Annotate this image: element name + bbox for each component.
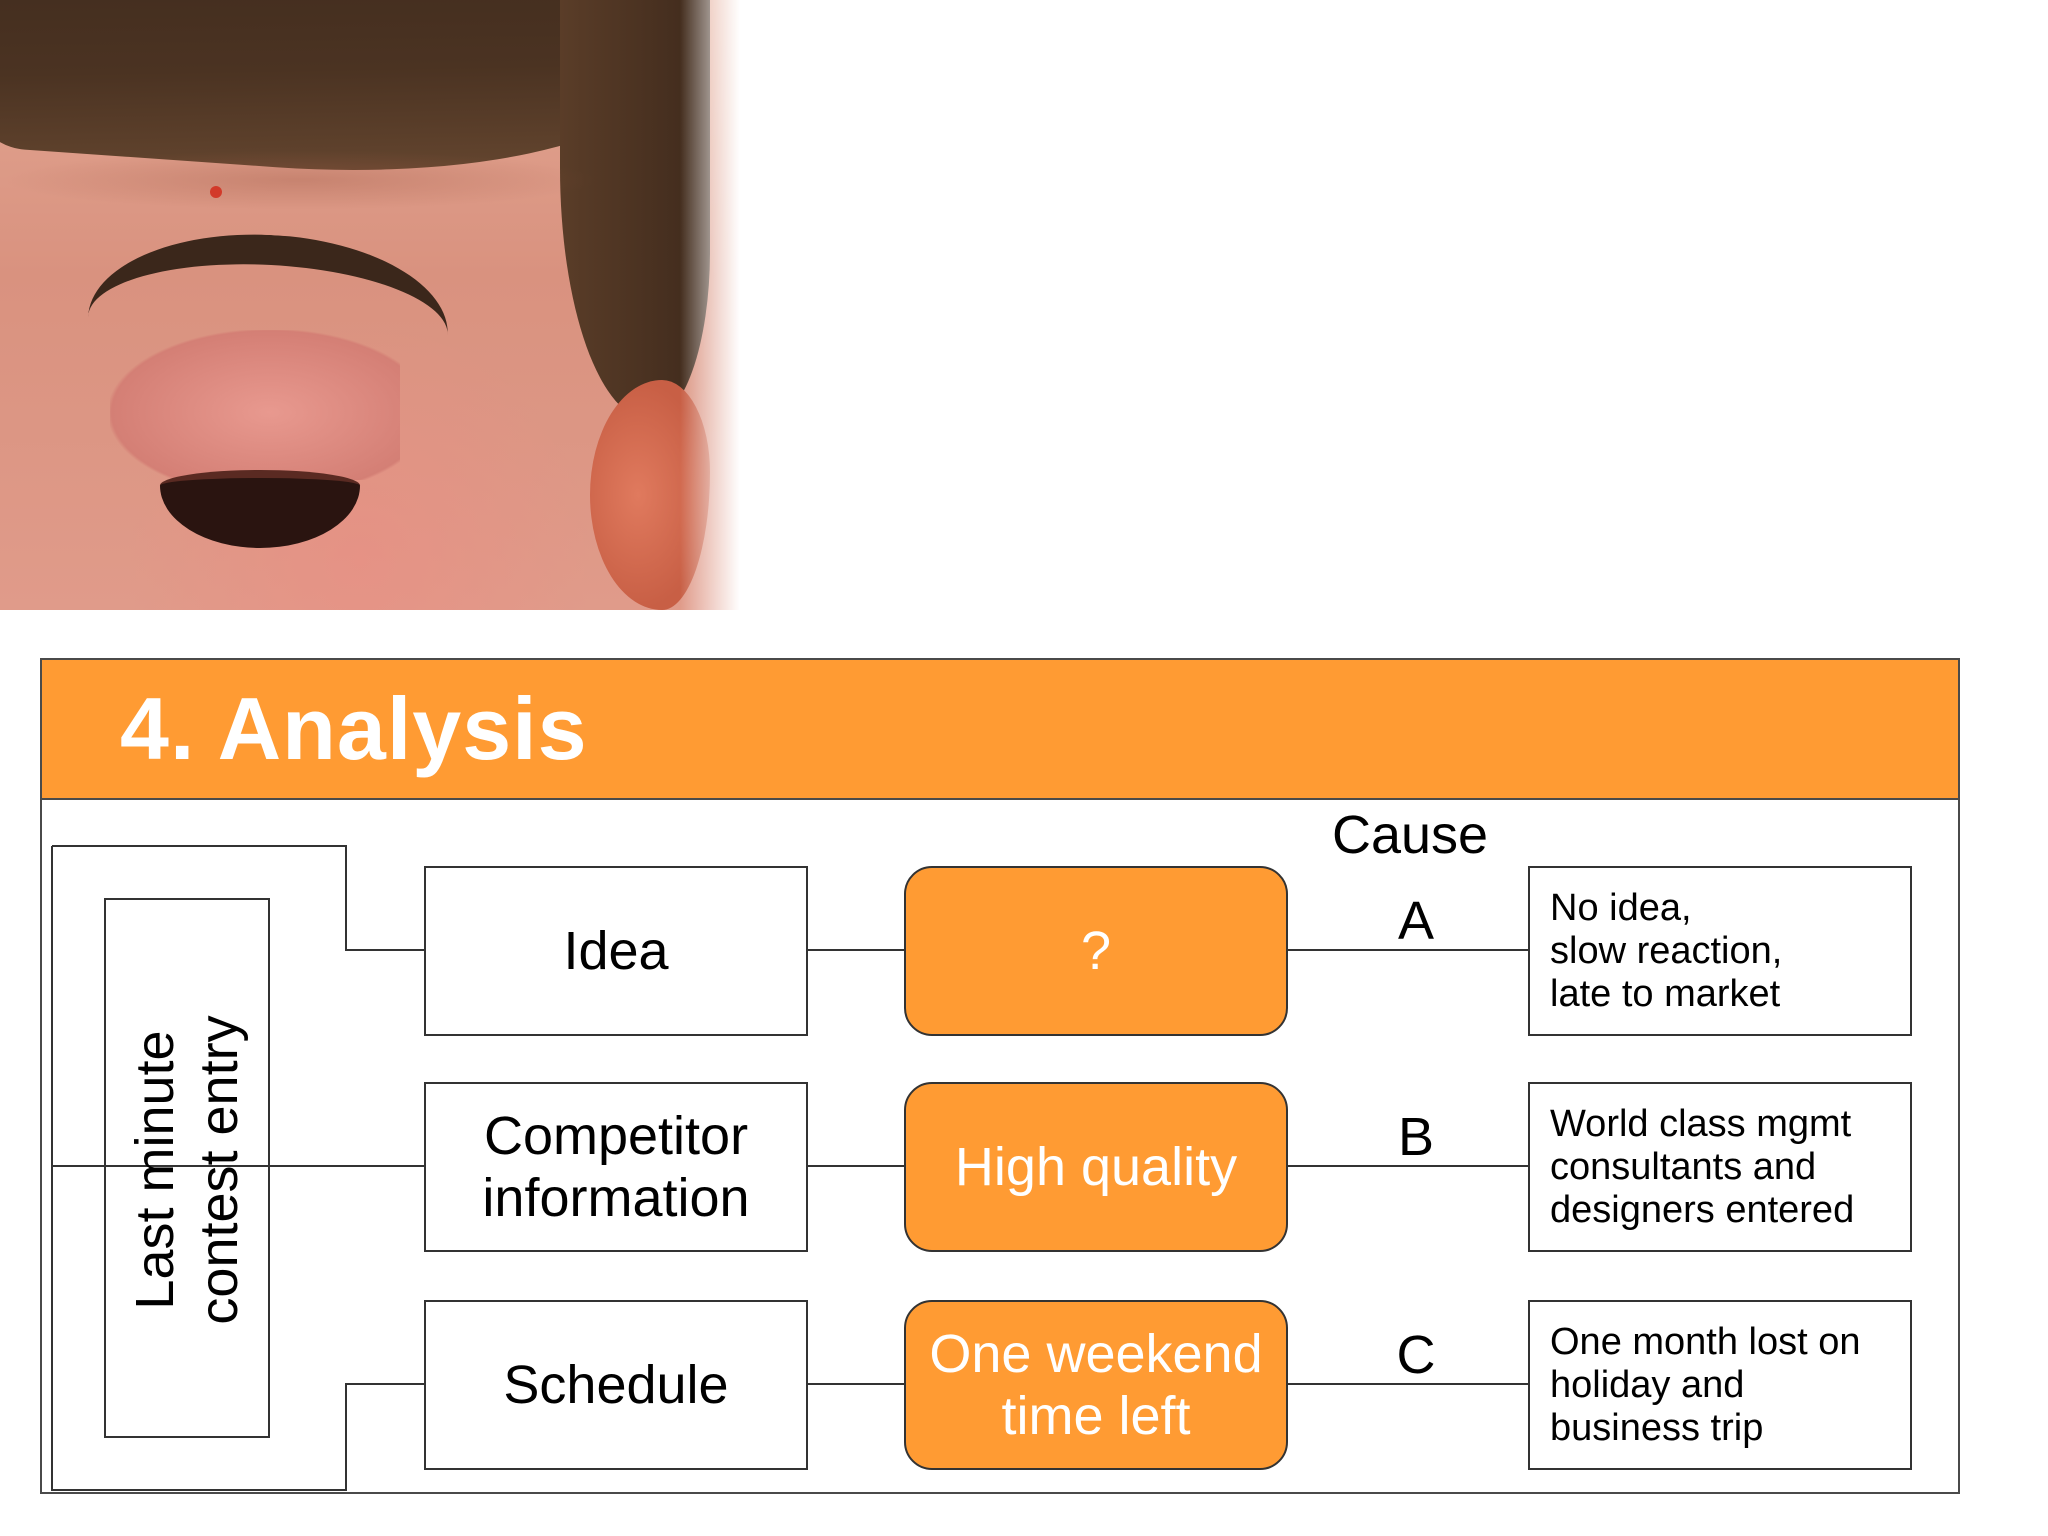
assessment-label: ? xyxy=(1080,921,1112,981)
cause-detail: No idea, slow reaction, late to market xyxy=(1550,886,1783,1015)
category-box-schedule: Schedule xyxy=(424,1300,808,1470)
cause-detail: World class mgmt consultants and designe… xyxy=(1550,1102,1855,1231)
cause-detail: One month lost on holiday and business t… xyxy=(1550,1320,1861,1449)
category-label: Idea xyxy=(563,921,669,981)
connector-idea xyxy=(52,845,424,951)
category-box-competitor: Competitor information xyxy=(424,1082,808,1252)
forehead-shadow xyxy=(0,150,600,210)
connector-schedule xyxy=(51,846,424,1491)
photo-fade xyxy=(680,0,740,610)
freckle xyxy=(210,186,222,198)
category-label: Schedule xyxy=(503,1355,729,1415)
analysis-slide: 4. Analysis Last minute contest entry Ca… xyxy=(40,658,1960,1494)
category-box-idea: Idea xyxy=(424,866,808,1036)
cause-letter-c: C xyxy=(1396,1325,1436,1385)
slide-title: 4. Analysis xyxy=(120,679,588,778)
cause-heading: Cause xyxy=(1332,805,1489,865)
eyebrow xyxy=(87,225,453,345)
cause-letter-a: A xyxy=(1397,891,1435,951)
assessment-box-b: High quality xyxy=(904,1082,1288,1252)
cause-detail-box-a: No idea, slow reaction, late to market xyxy=(1528,866,1912,1036)
category-label: Competitor information xyxy=(482,1106,750,1228)
assessment-box-a: ? xyxy=(904,866,1288,1036)
cause-detail-box-b: World class mgmt consultants and designe… xyxy=(1528,1082,1912,1252)
cause-detail-box-c: One month lost on holiday and business t… xyxy=(1528,1300,1912,1470)
assessment-label: One weekend time left xyxy=(929,1324,1263,1446)
eye xyxy=(160,470,360,548)
root-label-box xyxy=(104,898,270,1438)
connector-lines xyxy=(51,845,1528,1491)
assessment-label: High quality xyxy=(954,1137,1238,1197)
photo-boy-face xyxy=(0,0,740,610)
cause-letter-b: B xyxy=(1397,1107,1435,1167)
assessment-box-c: One weekend time left xyxy=(904,1300,1288,1470)
eyelid xyxy=(110,330,400,480)
root-label: Last minute contest entry xyxy=(125,1015,249,1325)
slide-header: 4. Analysis xyxy=(42,660,1958,800)
